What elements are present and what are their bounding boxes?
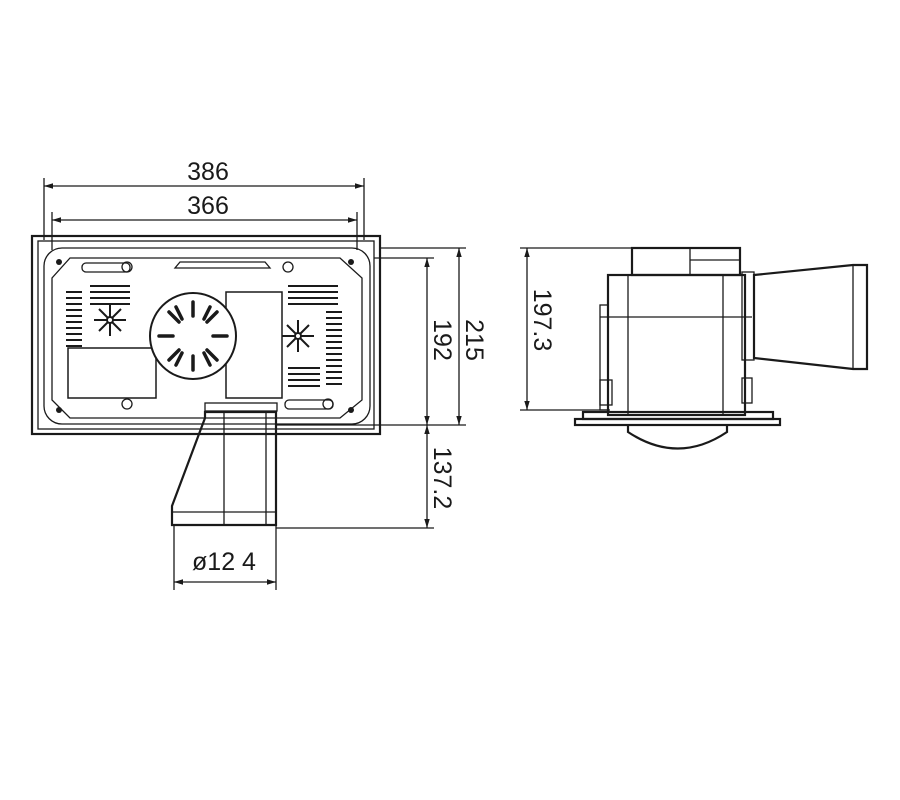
front-view: 386 366 bbox=[30, 158, 488, 590]
vent-slots bbox=[66, 285, 342, 387]
main-fan-grille bbox=[149, 292, 237, 380]
dimension-192: 192 bbox=[276, 257, 466, 426]
dimension-label-duct-depth: 137.2 bbox=[428, 447, 456, 510]
dimension-label-height-inner: 192 bbox=[428, 319, 456, 361]
dimension-137-2: 137.2 bbox=[276, 425, 456, 529]
dimension-diameter-124: ø12 4 bbox=[173, 525, 277, 590]
dimension-215: 215 bbox=[380, 247, 488, 425]
dimension-386: 386 bbox=[43, 158, 365, 240]
dimension-366: 366 bbox=[51, 192, 358, 250]
control-box-left bbox=[67, 347, 157, 399]
top-outlet bbox=[630, 246, 742, 277]
small-fan-right bbox=[282, 320, 314, 352]
grille-outer-frame bbox=[30, 234, 382, 436]
dimension-label-side-height: 197.3 bbox=[528, 289, 556, 352]
dimension-label-height-outer: 215 bbox=[460, 319, 488, 361]
dimension-197-3: 197.3 bbox=[520, 247, 640, 411]
light-dome bbox=[626, 425, 729, 450]
side-duct bbox=[752, 263, 869, 371]
side-view: 197.3 bbox=[520, 246, 869, 450]
small-fan-left bbox=[94, 304, 126, 336]
dimension-label-duct-diameter: ø12 4 bbox=[192, 548, 256, 576]
dimension-label-width-outer: 386 bbox=[187, 158, 229, 186]
dimension-label-width-inner: 366 bbox=[187, 192, 229, 220]
fan-body-outline bbox=[43, 247, 371, 425]
duct-spigot bbox=[170, 410, 278, 527]
